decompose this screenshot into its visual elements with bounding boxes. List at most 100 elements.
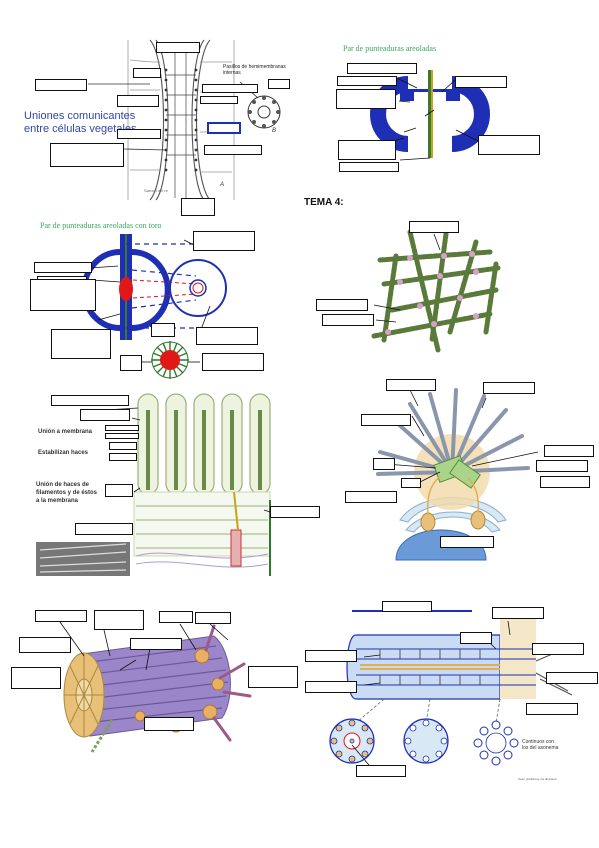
label-continuous-line-1: Continuos con bbox=[522, 739, 554, 745]
label-box[interactable] bbox=[338, 140, 396, 160]
label-box[interactable] bbox=[105, 433, 139, 439]
label-box[interactable] bbox=[347, 63, 417, 74]
label-box[interactable] bbox=[455, 76, 507, 88]
caption-line-1: Uniones comunicantes bbox=[24, 110, 136, 122]
label-box[interactable] bbox=[109, 453, 137, 461]
centrosome-drawing bbox=[376, 388, 539, 561]
label-box[interactable] bbox=[200, 96, 238, 104]
inset-label: Pasillos de hemimembranas internas bbox=[223, 64, 286, 76]
filament-network-drawing bbox=[371, 229, 501, 353]
label-box[interactable] bbox=[356, 765, 406, 777]
label-box[interactable] bbox=[337, 76, 397, 86]
microvilli-drawing bbox=[36, 393, 271, 576]
centriole-drawing bbox=[59, 621, 252, 753]
label-box[interactable] bbox=[51, 329, 111, 359]
label-box[interactable] bbox=[536, 460, 588, 472]
label-box[interactable] bbox=[105, 425, 139, 431]
label-box[interactable] bbox=[202, 84, 258, 93]
label-bundles: Estabilizan haces bbox=[38, 450, 89, 456]
label-membrane: Unión a membrana bbox=[38, 429, 93, 435]
panel-bordered-pits: Par de punteaduras areoladas bbox=[300, 0, 599, 210]
label-box[interactable] bbox=[105, 484, 133, 497]
label-box[interactable] bbox=[268, 79, 290, 89]
label-continuous-line-2: los del axonema bbox=[522, 745, 559, 751]
letter-a: A bbox=[220, 182, 225, 188]
panel-filament-network bbox=[300, 210, 599, 380]
page-title: TEMA 4: bbox=[304, 197, 344, 208]
label-box[interactable] bbox=[483, 382, 535, 394]
label-box[interactable] bbox=[195, 612, 231, 624]
panel-plasmodesmata: Uniones comunicantes entre células veget… bbox=[0, 0, 300, 210]
label-box[interactable] bbox=[401, 478, 421, 488]
panel-axoneme: Continuos con los del axonema Sean publi… bbox=[300, 595, 599, 790]
label-box[interactable] bbox=[51, 395, 129, 406]
label-box[interactable] bbox=[270, 506, 320, 518]
label-box[interactable] bbox=[144, 717, 194, 731]
label-box[interactable] bbox=[526, 703, 578, 715]
label-box[interactable] bbox=[130, 638, 182, 650]
label-box[interactable] bbox=[34, 262, 92, 273]
label-box[interactable] bbox=[492, 607, 544, 619]
label-box[interactable] bbox=[544, 445, 594, 457]
label-box[interactable] bbox=[156, 42, 200, 53]
label-box[interactable] bbox=[19, 637, 71, 653]
label-filaments: Unión de haces de filamentos y de éstos … bbox=[36, 481, 97, 505]
label-box[interactable] bbox=[193, 231, 255, 251]
label-box[interactable] bbox=[50, 143, 124, 167]
label-box[interactable] bbox=[440, 536, 494, 548]
label-box[interactable] bbox=[196, 327, 258, 345]
label-box[interactable] bbox=[35, 79, 87, 91]
label-box[interactable] bbox=[151, 323, 175, 337]
label-box[interactable] bbox=[204, 145, 262, 155]
label-filaments-line-3: a la membrana bbox=[36, 498, 79, 504]
label-box[interactable] bbox=[305, 681, 357, 693]
label-box[interactable] bbox=[382, 601, 432, 612]
label-box[interactable] bbox=[80, 409, 130, 421]
label-box[interactable] bbox=[30, 279, 96, 311]
highlight-box[interactable] bbox=[207, 122, 241, 134]
label-box[interactable] bbox=[373, 458, 395, 470]
label-box[interactable] bbox=[386, 379, 436, 391]
label-box[interactable] bbox=[120, 355, 142, 371]
label-box[interactable] bbox=[35, 610, 87, 622]
bordered-pits-title: Par de punteaduras areoladas bbox=[343, 44, 437, 53]
panel-centriole bbox=[0, 600, 300, 760]
label-box[interactable] bbox=[339, 162, 399, 172]
label-box[interactable] bbox=[181, 198, 215, 216]
plasmodesmata-caption: Uniones comunicantes entre células veget… bbox=[24, 110, 137, 136]
label-box[interactable] bbox=[11, 667, 61, 689]
axoneme-credit: Sean publishing via dhanana bbox=[518, 777, 557, 781]
label-box[interactable] bbox=[109, 442, 137, 450]
inset-label-line-1: Pasillos de hemimembranas bbox=[223, 64, 286, 70]
label-box[interactable] bbox=[159, 611, 193, 623]
label-box[interactable] bbox=[409, 221, 459, 233]
torus-title: Par de punteaduras areoladas con toro bbox=[40, 221, 162, 230]
inset-label-line-2: internas bbox=[223, 70, 241, 76]
label-box[interactable] bbox=[478, 135, 540, 155]
label-filaments-line-2: filamentos y de éstos bbox=[36, 490, 98, 496]
letter-b: B bbox=[272, 128, 277, 134]
label-box[interactable] bbox=[345, 491, 397, 503]
panel-bordered-pits-torus: Par de punteaduras areoladas con toro bbox=[0, 198, 300, 380]
label-box[interactable] bbox=[75, 523, 133, 535]
label-box[interactable] bbox=[248, 666, 298, 688]
label-box[interactable] bbox=[117, 129, 161, 139]
label-box[interactable] bbox=[305, 650, 357, 662]
label-filaments-line-1: Unión de haces de bbox=[36, 482, 90, 488]
label-box[interactable] bbox=[94, 610, 144, 630]
label-box[interactable] bbox=[540, 476, 590, 488]
label-box[interactable] bbox=[316, 299, 368, 311]
label-box[interactable] bbox=[546, 672, 598, 684]
label-box[interactable] bbox=[322, 314, 374, 326]
label-box[interactable] bbox=[133, 68, 161, 78]
label-box[interactable] bbox=[361, 414, 411, 426]
panel-microvilli: Unión a membrana Estabilizan haces Unión… bbox=[0, 380, 320, 580]
label-continuous: Continuos con los del axonema bbox=[522, 739, 558, 751]
plasmodesmata-credit: Sarrazi del re bbox=[144, 188, 168, 193]
label-box[interactable] bbox=[336, 89, 396, 109]
axoneme-drawing bbox=[329, 619, 573, 772]
label-box[interactable] bbox=[460, 632, 492, 644]
label-box[interactable] bbox=[202, 353, 264, 371]
label-box[interactable] bbox=[532, 643, 584, 655]
label-box[interactable] bbox=[117, 95, 159, 107]
